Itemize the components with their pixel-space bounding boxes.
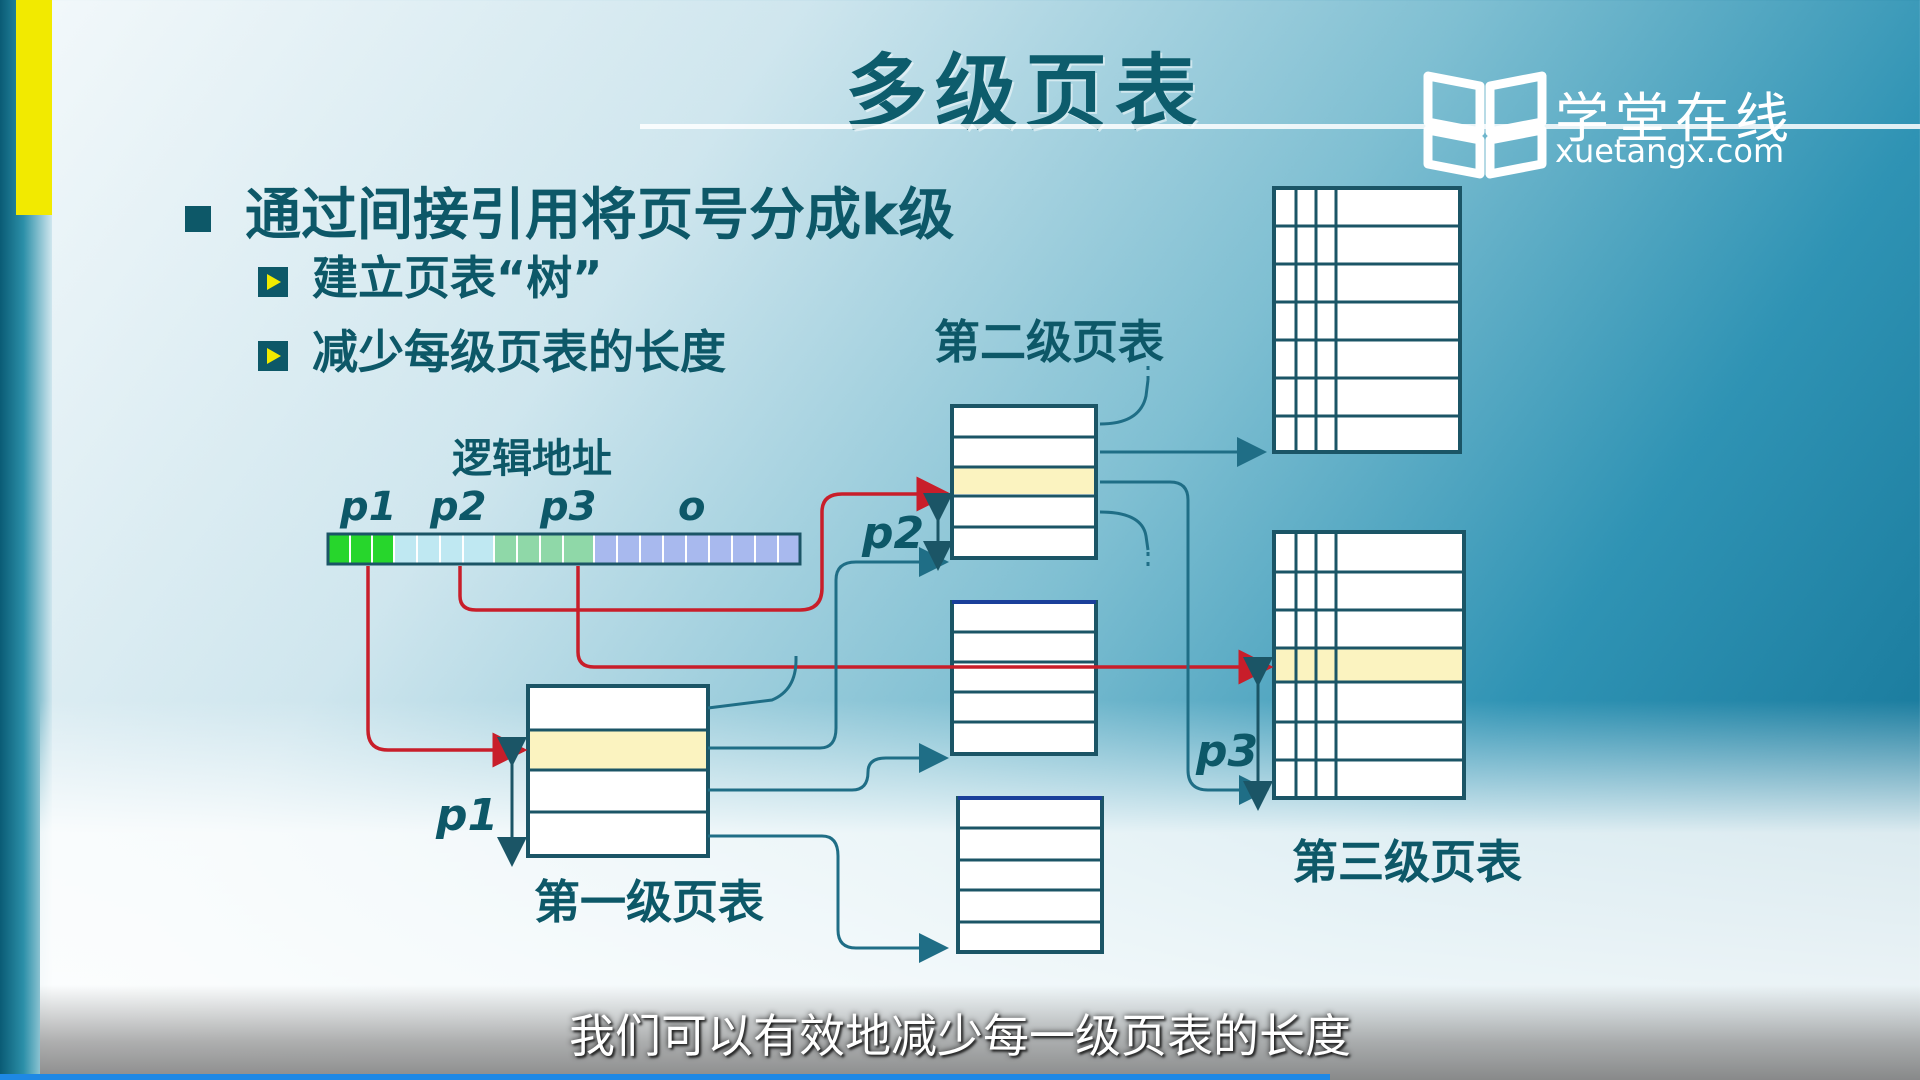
connector-level1-row1 [707,659,798,710]
level2-page-table-bottom [956,796,1104,954]
logical-address-bar [326,532,802,566]
arrow-p1-to-level1 [366,566,528,768]
sub-bullet-2: 减少每级页表的长度 [258,316,726,382]
video-subtitle: 我们可以有效地减少每一级页表的长度 [569,1009,1351,1063]
level2-page-table-top [950,404,1098,560]
level3-page-table-bottom [1272,530,1466,800]
field-label-p1: p1 [339,484,396,530]
caption-band [40,985,1920,1080]
field-label-p3: p3 [539,484,596,530]
xuetangx-logo-icon [1423,71,1547,179]
play-bullet-icon [258,266,288,297]
teal-connector-arrows [707,364,1269,963]
connector-level2-row4 [1099,510,1150,551]
offset-label-p3: p3 [1195,726,1258,777]
field-label-o: o [678,484,705,530]
square-bullet-icon [185,205,211,232]
level1-page-table [526,684,710,858]
sub-bullet-1: 建立页表“树” [258,242,602,308]
sub-bullet-2-text: 减少每级页表的长度 [312,325,726,379]
video-progress-bar[interactable] [0,1074,1330,1080]
connector-level2-row1 [1099,379,1150,426]
logo-text: 学堂在线 [1555,87,1795,150]
arrow-p2-to-level2 [458,476,952,612]
arrow-p3-to-level3 [576,566,1274,685]
title-underline [640,124,1920,129]
red-pointer-arrows [366,476,1274,768]
connector-level2-to-level3-bottom [1100,480,1269,805]
level2-label: 第二级页表 [934,315,1164,369]
logo-url: xuetangx.com [1555,132,1785,170]
connector-level1-to-level2-bottom [708,834,949,963]
offset-indicators [497,493,1273,867]
yellow-accent-bar [16,0,52,215]
offset-label-p2: p2 [861,508,924,559]
level2-page-table-mid [950,600,1098,756]
logical-address-label: 逻辑地址 [452,436,612,482]
connector-level1-to-level2-mid [708,743,949,792]
field-label-p2: p2 [429,484,486,530]
connector-level1-to-level2-top [708,547,949,750]
play-bullet-icon [258,340,288,371]
level3-page-table-top [1272,186,1462,454]
main-bullet: 通过间接引用将页号分成k级 [185,170,954,251]
level1-label: 第一级页表 [534,875,764,929]
level3-label: 第三级页表 [1292,835,1522,889]
main-bullet-text: 通过间接引用将页号分成k级 [245,183,955,248]
sub-bullet-1-text: 建立页表“树” [312,251,603,305]
offset-label-p1: p1 [435,790,498,841]
